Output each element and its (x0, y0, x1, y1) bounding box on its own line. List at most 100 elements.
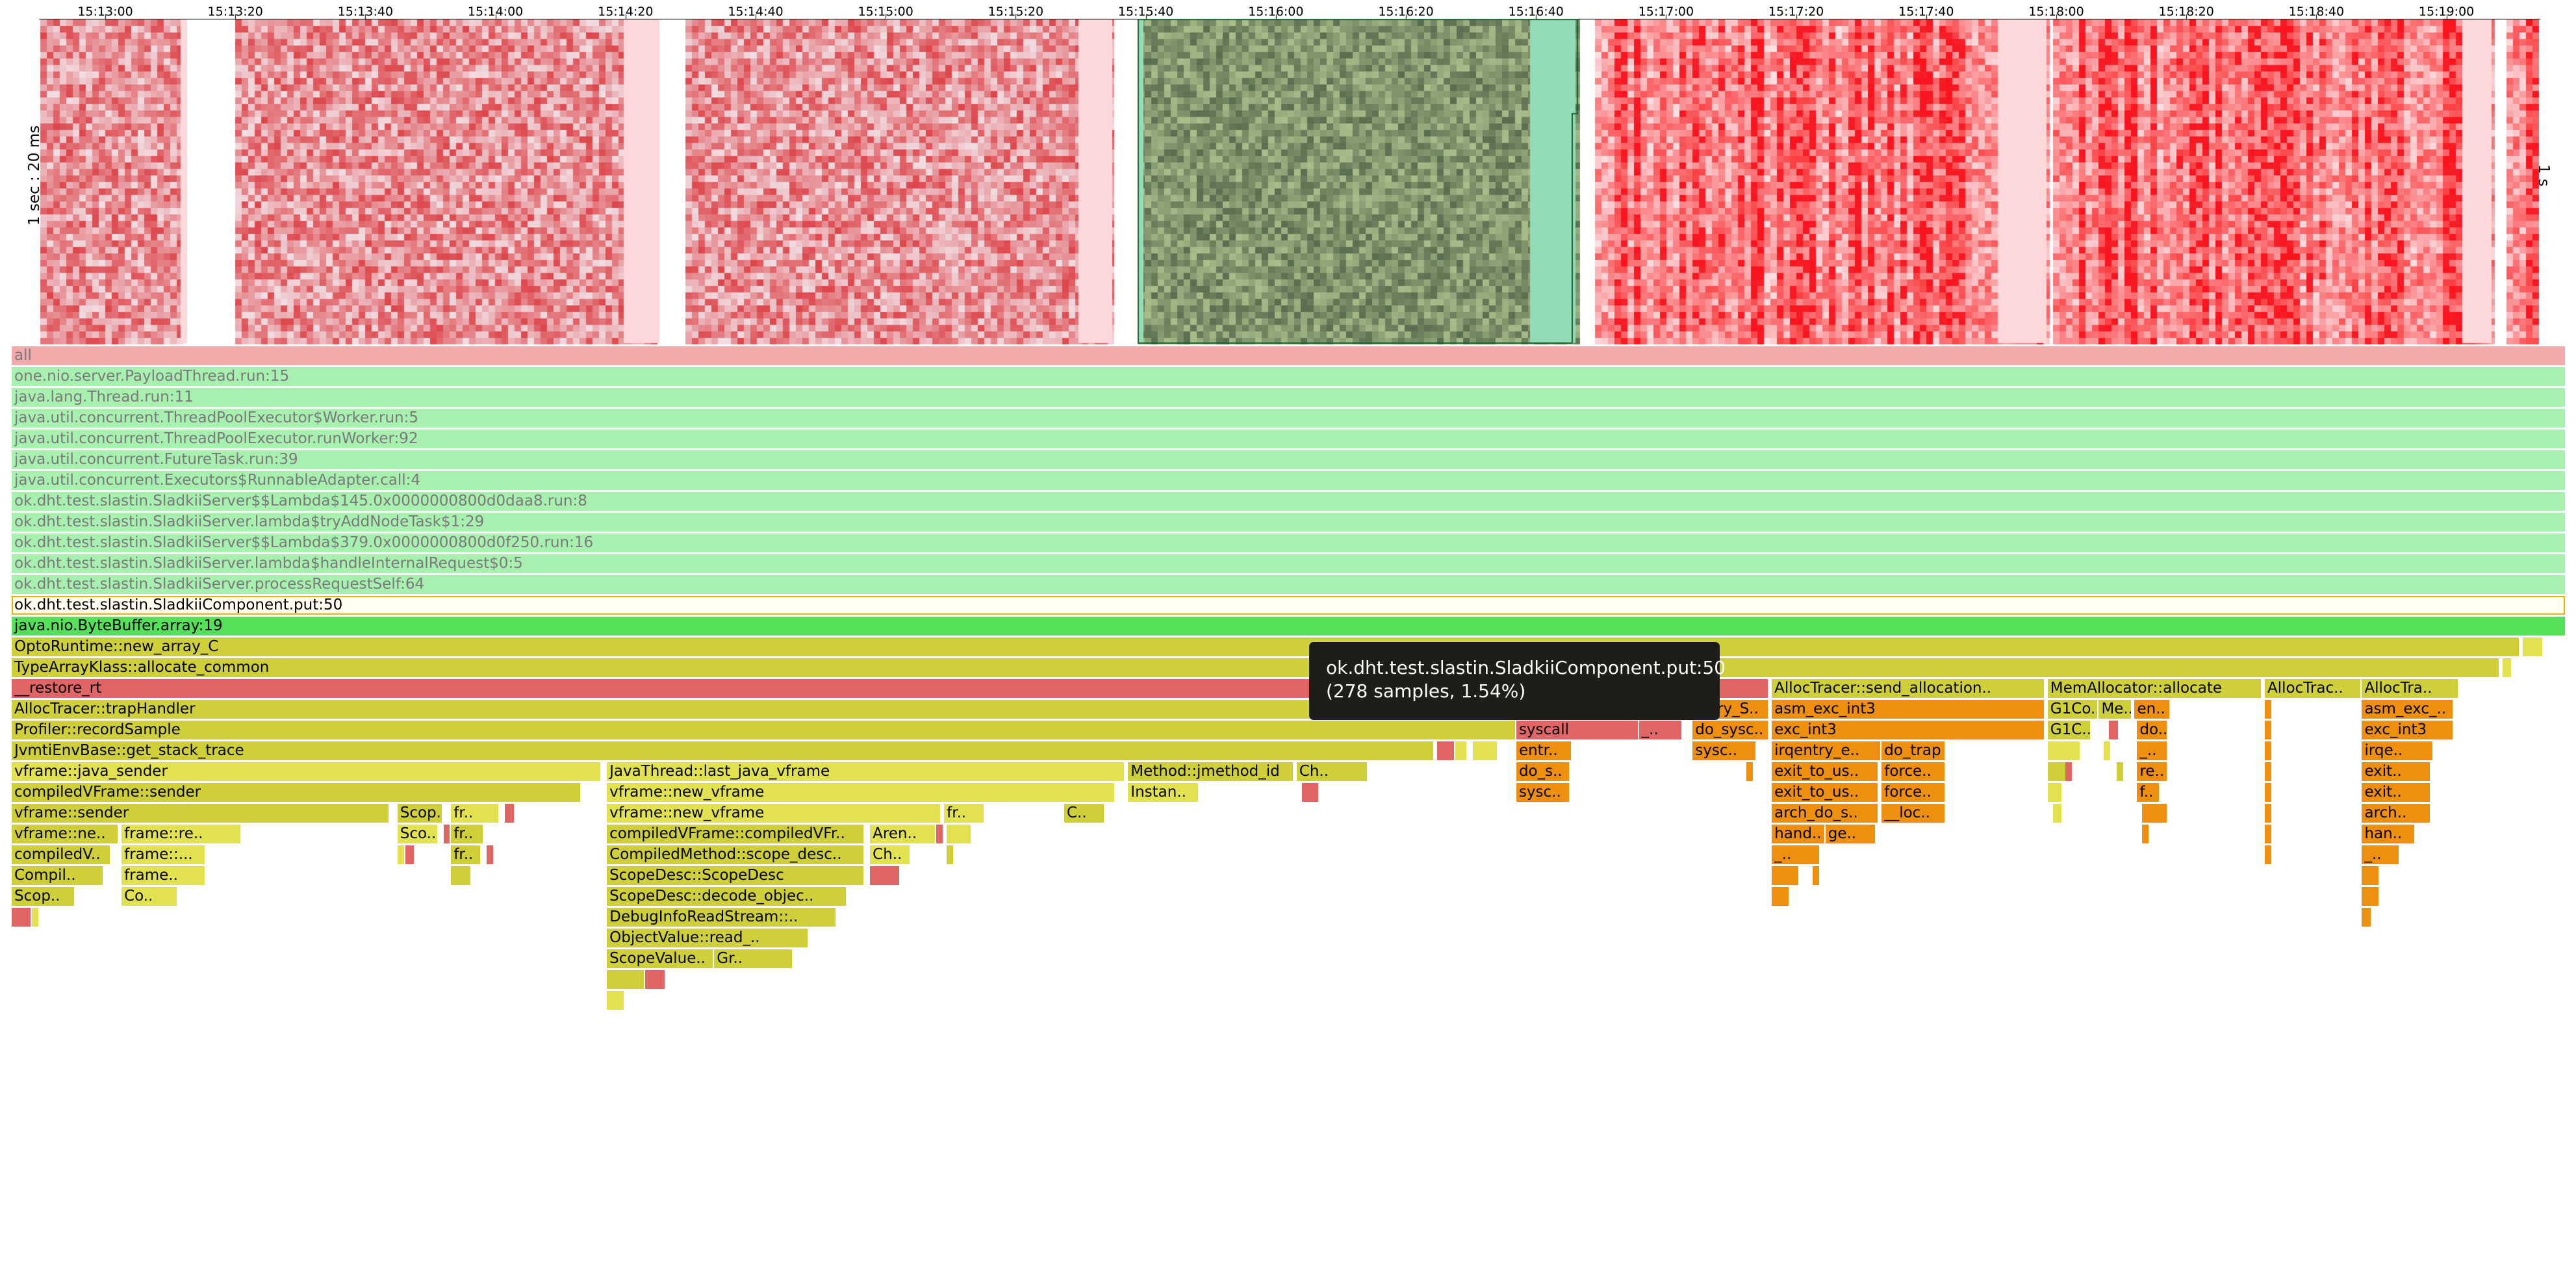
flame-frame[interactable] (2265, 804, 2271, 823)
flame-frame[interactable] (936, 825, 943, 843)
flame-frame[interactable]: java.util.concurrent.ThreadPoolExecutor$… (12, 409, 2565, 428)
flame-frame[interactable]: all (12, 346, 2565, 365)
flame-frame[interactable] (2109, 721, 2118, 739)
flame-frame[interactable] (443, 825, 450, 843)
flame-frame[interactable] (645, 970, 665, 989)
flame-frame[interactable]: f.. (2137, 783, 2159, 802)
flame-frame[interactable] (2362, 887, 2378, 906)
flame-frame[interactable]: Ch.. (870, 845, 910, 864)
flame-frame[interactable]: exc_int3 (2362, 721, 2453, 739)
flame-frame[interactable] (1301, 783, 1319, 802)
flame-frame[interactable]: vframe::new_vframe (607, 783, 1114, 802)
flame-frame[interactable]: ok.dht.test.slastin.SladkiiComponent.put… (12, 596, 2565, 615)
flame-frame[interactable]: ok.dht.test.slastin.SladkiiServer.proces… (12, 575, 2565, 594)
flame-frame[interactable]: exit_to_us.. (1772, 783, 1878, 802)
flame-frame[interactable] (1473, 741, 1498, 760)
flame-frame[interactable]: ok.dht.test.slastin.SladkiiServer.lambda… (12, 513, 2565, 532)
flame-frame[interactable]: Co.. (121, 887, 177, 906)
flame-frame[interactable]: JvmtiEnvBase::get_stack_trace (12, 741, 1434, 760)
flame-frame[interactable] (2104, 741, 2111, 760)
flame-frame[interactable]: fr.. (451, 804, 498, 823)
flame-frame[interactable]: java.nio.ByteBuffer.array:19 (12, 617, 2565, 636)
flame-frame[interactable]: TypeArrayKlass::allocate_common (12, 658, 2499, 677)
flame-frame[interactable]: Aren.. (870, 825, 936, 843)
flame-frame[interactable] (504, 804, 514, 823)
flame-frame[interactable]: java.lang.Thread.run:11 (12, 388, 2565, 407)
flame-frame[interactable] (2265, 721, 2271, 739)
flame-frame[interactable]: G1C.. (2047, 721, 2090, 739)
flame-frame[interactable] (1772, 866, 1799, 885)
flame-frame[interactable] (2116, 762, 2123, 781)
flame-frame[interactable] (1455, 741, 1467, 760)
flame-frame[interactable]: one.nio.server.PayloadThread.run:15 (12, 367, 2565, 386)
flame-frame[interactable]: Me.. (2098, 700, 2131, 719)
flame-frame[interactable] (2047, 741, 2080, 760)
flame-frame[interactable] (1437, 741, 1454, 760)
flame-frame[interactable]: C.. (1064, 804, 1104, 823)
flame-frame[interactable]: sysc.. (1692, 741, 1755, 760)
flame-frame[interactable]: ScopeDesc::decode_objec.. (607, 887, 846, 906)
flame-frame[interactable] (1772, 887, 1789, 906)
flame-frame[interactable]: ok.dht.test.slastin.SladkiiServer.lambda… (12, 554, 2565, 573)
flame-frame[interactable]: asm_exc_.. (2362, 700, 2453, 719)
flame-frame[interactable]: Gr.. (714, 949, 793, 968)
flame-frame[interactable]: do_sysc.. (1692, 721, 1768, 739)
flame-frame[interactable]: Scop.. (397, 804, 442, 823)
flame-frame[interactable] (32, 908, 39, 927)
flame-frame[interactable] (2142, 825, 2149, 843)
flame-frame[interactable]: exit.. (2362, 783, 2430, 802)
flame-frame[interactable] (12, 908, 31, 927)
flame-frame[interactable]: en.. (2134, 700, 2169, 719)
flame-frame[interactable]: fr.. (944, 804, 984, 823)
flame-frame[interactable]: OptoRuntime::new_array_C (12, 637, 2519, 656)
flame-frame[interactable]: Scop.. (12, 887, 75, 906)
flame-frame[interactable] (397, 845, 404, 864)
flame-frame[interactable]: JavaThread::last_java_vframe (607, 762, 1125, 781)
flame-frame[interactable]: CompiledMethod::scope_desc.. (607, 845, 864, 864)
flame-frame[interactable] (2362, 866, 2378, 885)
flame-frame[interactable]: entr.. (1516, 741, 1572, 760)
flame-frame[interactable]: java.util.concurrent.Executors$RunnableA… (12, 471, 2565, 490)
flame-frame[interactable]: frame::... (121, 845, 205, 864)
flame-frame[interactable] (947, 845, 953, 864)
flame-frame[interactable]: java.util.concurrent.ThreadPoolExecutor.… (12, 430, 2565, 448)
flame-frame[interactable]: java.util.concurrent.FutureTask.run:39 (12, 450, 2565, 469)
flame-frame[interactable] (2265, 825, 2271, 843)
flame-frame[interactable] (487, 845, 494, 864)
flame-frame[interactable]: AllocTrac.. (2265, 679, 2361, 698)
flame-frame[interactable]: Instan.. (1128, 783, 1199, 802)
flame-frame[interactable]: G1Co.. (2047, 700, 2098, 719)
flame-frame[interactable] (405, 845, 414, 864)
flame-frame[interactable] (607, 991, 624, 1010)
flame-frame[interactable]: ok.dht.test.slastin.SladkiiServer$$Lambd… (12, 533, 2565, 552)
flame-frame[interactable]: frame.. (121, 866, 205, 885)
flame-frame[interactable]: exc_int3 (1772, 721, 2044, 739)
flame-frame[interactable]: _.. (2137, 741, 2167, 760)
flame-frame[interactable]: hand.. (1772, 825, 1824, 843)
flame-frame[interactable]: Compil.. (12, 866, 103, 885)
flame-frame[interactable]: exit.. (2362, 762, 2430, 781)
flame-frame[interactable] (2362, 908, 2371, 927)
flame-frame[interactable]: ObjectValue::read_.. (607, 929, 808, 947)
flame-frame[interactable]: vframe::new_vframe (607, 804, 941, 823)
flame-frame[interactable] (870, 866, 900, 885)
flame-frame[interactable]: do_s.. (1516, 762, 1569, 781)
flame-frame[interactable]: ge.. (1825, 825, 1876, 843)
flame-frame[interactable] (1813, 866, 1819, 885)
flame-frame[interactable]: syscall (1516, 721, 1638, 739)
flame-frame[interactable]: re.. (2137, 762, 2167, 781)
flame-frame[interactable]: Sco.. (397, 825, 437, 843)
flame-frame[interactable]: compiledVFrame::compiledVFr.. (607, 825, 864, 843)
flame-frame[interactable] (2502, 658, 2512, 677)
flame-frame[interactable] (2265, 762, 2271, 781)
flame-frame[interactable]: _.. (1772, 845, 1819, 864)
flame-frame[interactable]: asm_exc_int3 (1772, 700, 2044, 719)
flame-frame[interactable]: ScopeDesc::ScopeDesc (607, 866, 864, 885)
flame-frame[interactable] (2052, 804, 2062, 823)
flame-frame[interactable]: Method::jmethod_id (1128, 762, 1293, 781)
flame-frame[interactable] (607, 970, 644, 989)
flame-frame[interactable] (2047, 762, 2067, 781)
flame-frame[interactable]: exit_to_us.. (1772, 762, 1878, 781)
flame-frame[interactable] (2265, 783, 2271, 802)
